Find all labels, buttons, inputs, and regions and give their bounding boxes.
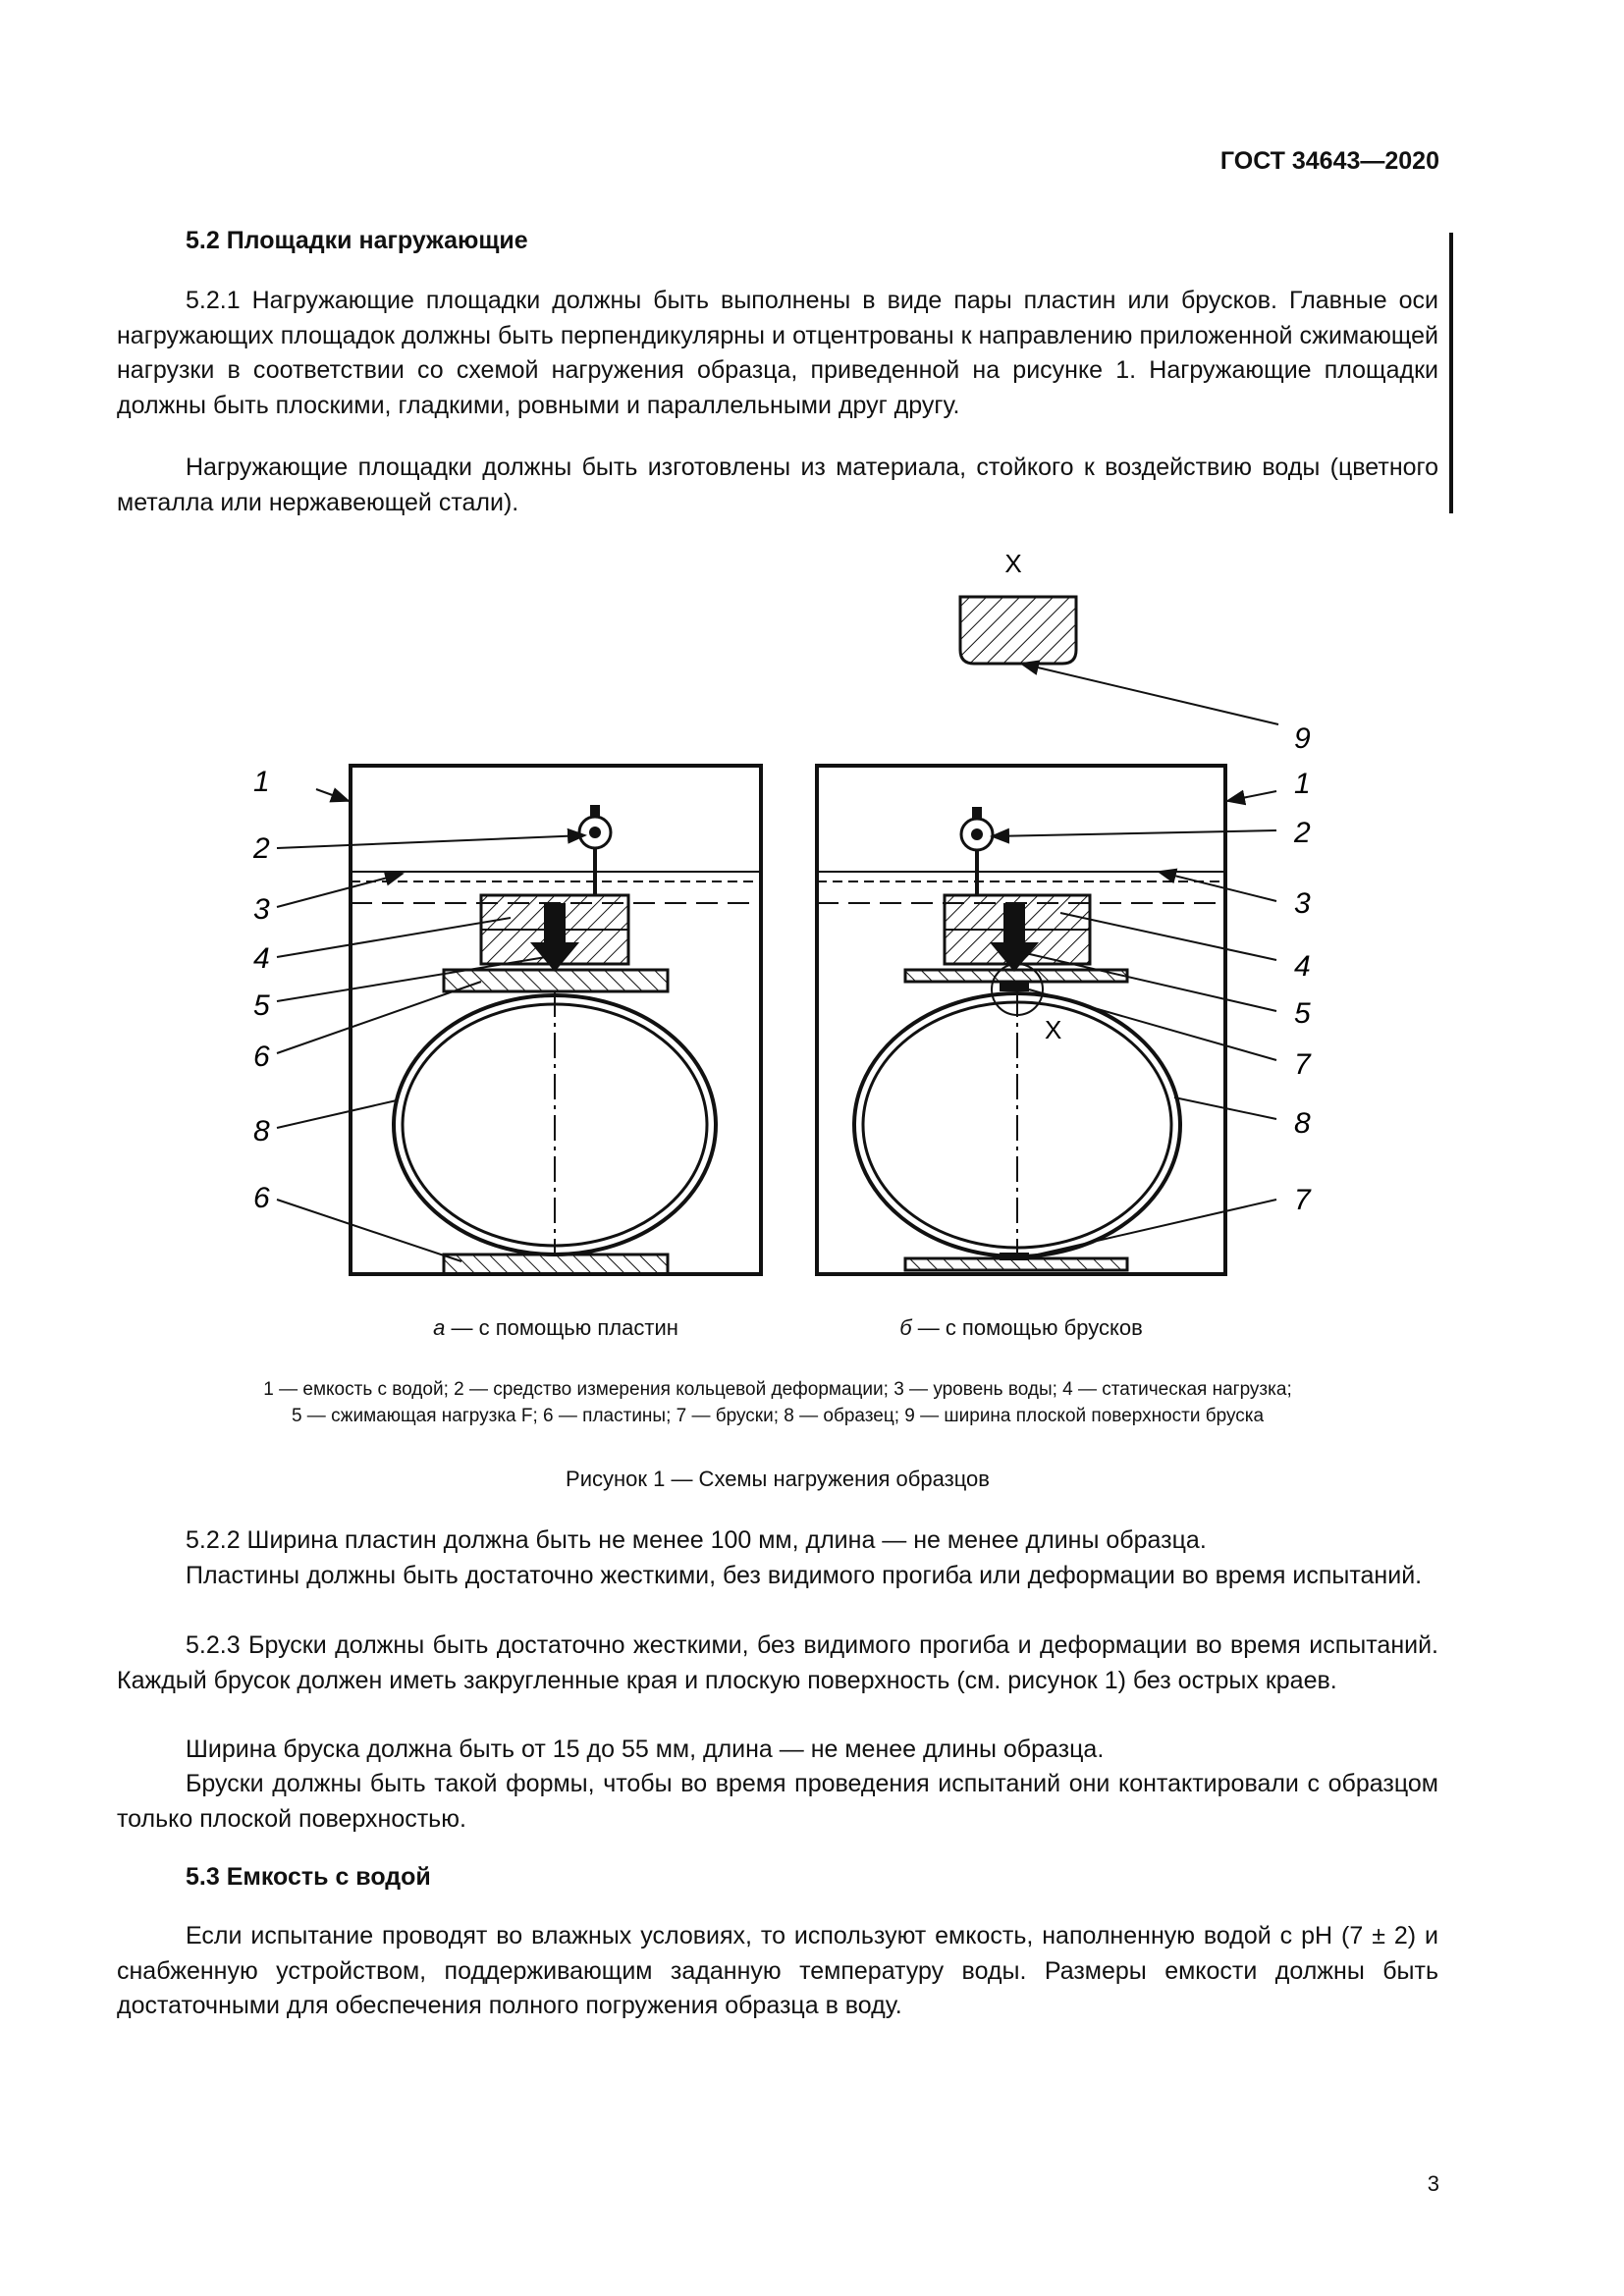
top-bar-b: [1000, 982, 1029, 991]
label-b-3: 3: [1294, 887, 1311, 920]
figure-legend: 1 — емкость с водой; 2 — средство измере…: [117, 1376, 1438, 1429]
diagram-b-bars: X 9 1 2 3 4 5 7 8 7: [815, 722, 1312, 1276]
label-b-7: 7: [1294, 1048, 1312, 1081]
label-b-5: 5: [1294, 997, 1311, 1030]
label-a-6: 6: [253, 1041, 270, 1073]
paragraph-bar-shape: Бруски должны быть такой формы, чтобы во…: [117, 1770, 1438, 1833]
caption-b: б — с помощью брусков: [899, 1315, 1143, 1340]
paragraph-5-2-1: 5.2.1 Нагружающие площадки должны быть в…: [117, 287, 1438, 419]
bar-detail-shape: [958, 595, 1078, 666]
figure-title: Рисунок 1 — Схемы нагружения образцов: [566, 1467, 990, 1491]
label-b-8: 8: [1294, 1107, 1311, 1140]
section-heading-5-2: 5.2 Площадки нагружающие: [186, 227, 528, 254]
label-a-6-bottom: 6: [253, 1182, 270, 1214]
tank-b: [815, 764, 1227, 1276]
label-a-3: 3: [253, 893, 270, 926]
diagram-a-plates: 1 2 3 4 5 6 8 6: [252, 764, 763, 1276]
figure-1-loading-schemes: X 1 2 3 4: [252, 549, 1312, 1276]
label-a-5: 5: [253, 989, 270, 1022]
detail-x-marker: X: [1045, 1015, 1061, 1044]
label-b-9: 9: [1294, 722, 1311, 755]
section-heading-5-3: 5.3 Емкость с водой: [186, 1863, 431, 1891]
leader-9: [1019, 660, 1279, 725]
label-a-1: 1: [253, 766, 270, 798]
paragraph-5-2-3: 5.2.3 Бруски должны быть достаточно жест…: [117, 1631, 1438, 1694]
label-a-8: 8: [253, 1115, 270, 1148]
paragraph-5-2-1-material: Нагружающие площадки должны быть изготов…: [117, 454, 1438, 516]
top-plate-b: [903, 968, 1129, 984]
paragraph-5-3: Если испытание проводят во влажных услов…: [117, 1922, 1438, 2019]
detail-x-label: X: [1004, 549, 1021, 578]
bottom-plate-a: [442, 1253, 670, 1276]
top-plate-a: [442, 968, 670, 993]
load-arrow-a: [530, 903, 579, 972]
document-code: ГОСТ 34643—2020: [1219, 147, 1439, 175]
label-b-7-bottom: 7: [1294, 1184, 1312, 1216]
label-b-4: 4: [1294, 950, 1311, 983]
legend-line-1: 1 — емкость с водой; 2 — средство измере…: [263, 1379, 1292, 1400]
paragraph-bar-width: Ширина бруска должна быть от 15 до 55 мм…: [186, 1735, 1105, 1763]
label-a-2: 2: [252, 832, 270, 865]
bottom-bar-b: [1000, 1253, 1029, 1260]
label-b-2: 2: [1293, 817, 1311, 849]
label-a-4: 4: [253, 942, 270, 975]
caption-a: а — с помощью пластин: [433, 1315, 678, 1340]
legend-line-2: 5 — сжимающая нагрузка F; 6 — пластины; …: [291, 1406, 1265, 1426]
paragraph-plates-rigid: Пластины должны быть достаточно жесткими…: [186, 1562, 1423, 1589]
label-b-1: 1: [1294, 768, 1311, 800]
page-number: 3: [1427, 2171, 1439, 2196]
change-marker-bar: [1449, 233, 1453, 513]
paragraph-5-2-2: 5.2.2 Ширина пластин должна быть не мене…: [186, 1526, 1207, 1554]
load-arrow-b: [990, 903, 1039, 972]
